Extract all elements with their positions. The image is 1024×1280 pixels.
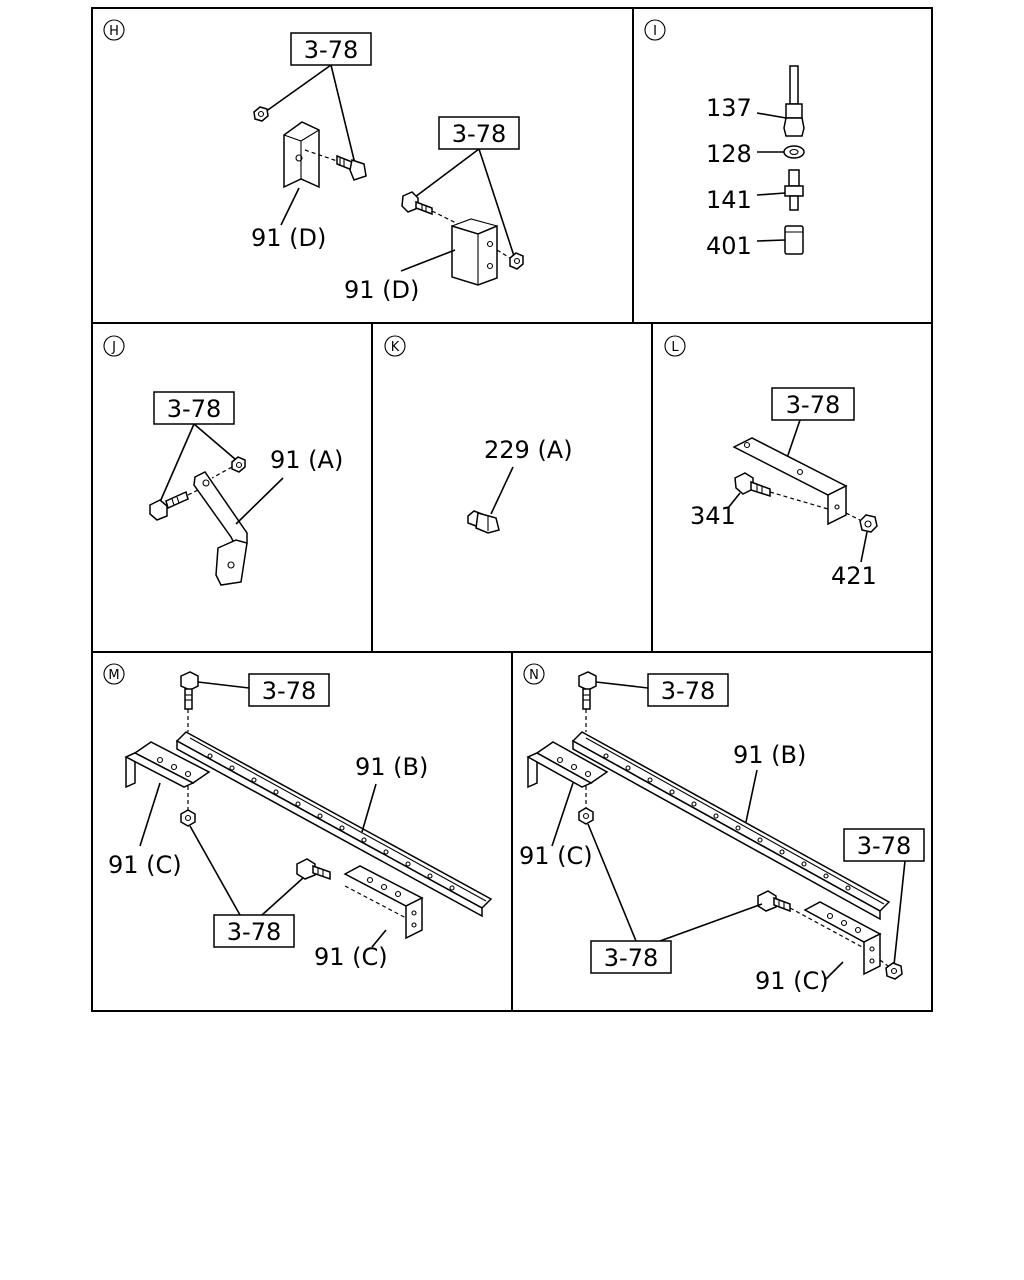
rail-holes bbox=[603, 753, 851, 891]
ref-label: 3-78 bbox=[262, 677, 316, 705]
bolt-icon bbox=[757, 890, 791, 913]
ref-box bbox=[771, 387, 855, 421]
panel-i-letter: I bbox=[653, 24, 657, 39]
ref-label: 3-78 bbox=[452, 120, 506, 148]
ref-label: 3-78 bbox=[167, 395, 221, 423]
part-label-91c: 91 (C) bbox=[314, 943, 388, 971]
panel-i: I 137 128 141 401 bbox=[644, 19, 805, 260]
part-label-229a: 229 (A) bbox=[484, 436, 573, 464]
part-label-91d: 91 (D) bbox=[344, 276, 419, 304]
nut-icon bbox=[885, 962, 903, 980]
rail-b-icon bbox=[175, 731, 493, 918]
rail-holes bbox=[207, 753, 455, 891]
bolt-icon bbox=[734, 472, 771, 498]
rail-b-icon bbox=[571, 731, 891, 921]
panel-n: N 3-78 bbox=[519, 663, 925, 995]
panel-frames bbox=[91, 7, 933, 1012]
part-label-91b: 91 (B) bbox=[733, 741, 806, 769]
panel-j-badge bbox=[103, 335, 125, 357]
panel-l-letter: L bbox=[671, 340, 679, 355]
panel-m-badge bbox=[103, 663, 125, 685]
ref-label: 3-78 bbox=[786, 391, 840, 419]
panel-i-badge bbox=[644, 19, 666, 41]
panel-k-badge bbox=[384, 335, 406, 357]
sensor-fitting-icon bbox=[783, 65, 805, 137]
washer-icon bbox=[783, 145, 805, 159]
cap-icon bbox=[784, 225, 804, 255]
bolt-icon bbox=[401, 191, 433, 216]
ref-label: 3-78 bbox=[661, 677, 715, 705]
ref-box bbox=[590, 940, 672, 974]
part-label-91a: 91 (A) bbox=[270, 446, 343, 474]
panel-h-letter: H bbox=[109, 24, 119, 39]
ref-box bbox=[213, 914, 295, 948]
bracket-a-icon bbox=[193, 471, 248, 586]
ref-box bbox=[647, 673, 729, 707]
part-label-91c: 91 (C) bbox=[755, 967, 829, 995]
panel-l: L 3-78 341 421 bbox=[664, 335, 878, 590]
ref-label: 3-78 bbox=[604, 944, 658, 972]
bracket-plate-icon bbox=[283, 121, 320, 189]
part-label-137: 137 bbox=[706, 94, 752, 122]
panel-m: M 3-78 bbox=[103, 663, 493, 971]
panel-h-badge bbox=[103, 19, 125, 41]
nut-icon bbox=[180, 809, 196, 827]
ref-box bbox=[438, 116, 520, 150]
nut-icon bbox=[231, 456, 246, 473]
part-label-91d: 91 (D) bbox=[251, 224, 326, 252]
ref-label: 3-78 bbox=[227, 918, 281, 946]
panel-k: K 229 (A) bbox=[384, 335, 573, 534]
part-label-91c: 91 (C) bbox=[519, 842, 593, 870]
part-label-91b: 91 (B) bbox=[355, 753, 428, 781]
bracket-l-icon bbox=[732, 437, 848, 526]
bracket-c-icon bbox=[526, 741, 609, 789]
part-label-91c: 91 (C) bbox=[108, 851, 182, 879]
nut-icon bbox=[578, 807, 594, 825]
bracket-plate-icon bbox=[451, 218, 498, 286]
panel-m-letter: M bbox=[108, 668, 119, 683]
nut-icon bbox=[859, 514, 878, 533]
panel-j-letter: J bbox=[111, 340, 116, 355]
bolt-icon bbox=[149, 490, 189, 521]
panel-j: J 3-78 91 (A) bbox=[103, 335, 343, 586]
bracket-c-icon bbox=[343, 865, 424, 940]
adapter-bolt-icon bbox=[784, 169, 804, 211]
ref-box bbox=[153, 391, 235, 425]
spacer-icon bbox=[467, 510, 500, 534]
bolt-icon bbox=[296, 858, 331, 881]
part-label-341: 341 bbox=[690, 502, 736, 530]
part-label-128: 128 bbox=[706, 140, 752, 168]
bolt-icon bbox=[578, 671, 597, 710]
ref-label: 3-78 bbox=[857, 832, 911, 860]
panel-h: H 3-78 91 (D) 3-78 bbox=[103, 19, 524, 304]
ref-box bbox=[843, 828, 925, 862]
part-label-141: 141 bbox=[706, 186, 752, 214]
ref-label: 3-78 bbox=[304, 36, 358, 64]
panel-l-badge bbox=[664, 335, 686, 357]
part-label-421: 421 bbox=[831, 562, 877, 590]
bolt-icon bbox=[180, 671, 199, 710]
part-label-401: 401 bbox=[706, 232, 752, 260]
nut-icon bbox=[509, 252, 524, 270]
ref-box bbox=[248, 673, 330, 707]
bolt-icon bbox=[336, 154, 367, 181]
nut-icon bbox=[253, 106, 269, 122]
bracket-c-icon bbox=[124, 741, 211, 789]
panel-n-letter: N bbox=[529, 668, 539, 683]
bracket-c-icon bbox=[803, 901, 882, 976]
panel-k-letter: K bbox=[391, 340, 400, 355]
panel-n-badge bbox=[523, 663, 545, 685]
